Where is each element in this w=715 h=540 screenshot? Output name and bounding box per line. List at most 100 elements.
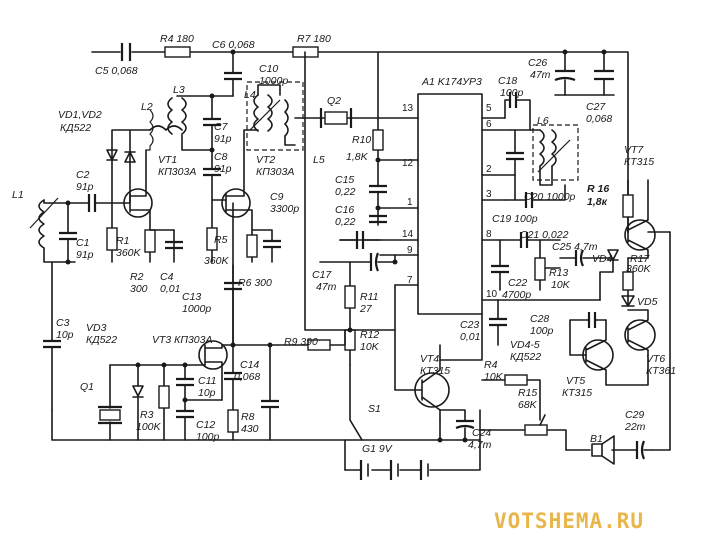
c15-label: C15 [335,174,354,186]
r9-resistor [307,339,331,351]
r17-label: R17 [630,253,650,265]
c6-label: C6 0,068 [212,39,255,51]
l2-label: L2 [141,101,153,113]
c1-value: 91p [76,249,94,261]
c4-label: C4 [160,271,174,283]
c27-value: 0,068 [586,113,612,125]
c18-label: C18 [498,75,517,87]
c7-value: 91p [214,133,232,145]
l3-label: L3 [173,84,185,96]
vt3-transistor [198,340,228,370]
c27-label: C27 [586,101,606,113]
vd3-type: КД522 [86,334,117,346]
ic-body [417,93,483,315]
c22-label: C22 [508,277,527,289]
r5-value: 360K [204,255,230,267]
r7-label: R7 180 [297,33,331,45]
watermark: VOTSHEMA.RU [494,509,644,533]
vd12-type: КД522 [60,122,91,134]
r12-label: R12 [360,329,379,341]
q2-label: Q2 [327,95,341,107]
pin-3: 3 [486,189,492,200]
c2-label: C2 [76,169,90,181]
c4-value: 0,01 [160,283,180,295]
c19-label: C19 100p [492,213,538,225]
c3-label: C3 [56,317,70,329]
pin-2: 2 [486,164,492,175]
c23-label: C23 [460,319,479,331]
vd5-label: VD5 [637,296,658,308]
r10-value: 1,8K [346,151,369,163]
vt2-stage [203,81,304,346]
c16-label: C16 [335,204,354,216]
c1-label: C1 [76,237,89,249]
c2-value: 91p [76,181,94,193]
vt4-type: КТ315 [420,365,450,377]
c8-value: 91p [214,163,232,175]
ic-right-network [489,92,601,346]
vt7-type: КТ315 [624,156,654,168]
s1-label: S1 [368,403,381,415]
r17-resistor [622,271,634,291]
c10-label: C10 [259,63,278,75]
c13-label: C13 [182,291,201,303]
r13-value: 10K [551,279,571,291]
r1-value: 360K [116,247,142,259]
vd4-label: VD4 [592,253,613,265]
vt6-type: КТ361 [646,365,676,377]
c26-value: 47m [530,69,551,81]
r9-label: R9 390 [284,336,318,348]
vt4-stage [344,284,567,480]
r2-label: R2 [130,271,144,283]
c25-label: C25 4,7m [552,241,598,253]
pin-7: 7 [407,275,413,286]
r6-label: R6 300 [238,277,272,289]
r4b-value: 10K [484,371,504,383]
c5-label: C5 0,068 [95,65,138,77]
c10-value: 1000p [259,75,288,87]
c17-value: 47m [316,281,337,293]
r4-label: R4 180 [160,33,194,45]
r8-resistor [227,409,239,433]
vt3-label: VT3 КП303А [152,334,213,346]
ic-title: A1 K174УР3 [421,76,482,88]
vd45-type: КД522 [510,351,541,363]
r3-label: R3 [140,409,154,421]
r5-label: R5 [214,234,228,246]
vt6-transistor [624,319,656,351]
c17-label: C17 [312,269,332,281]
pin-8: 8 [486,229,492,240]
r17-value: 360K [626,263,652,275]
r2-resistor [144,229,156,253]
vt5-label: VT5 [566,375,585,387]
c15-value: 0,22 [335,186,356,198]
c14-label: C14 [240,359,259,371]
r16-value: 1,8к [587,196,608,208]
r16-label: R 16 [587,183,609,195]
c23-value: 0,01 [460,331,480,343]
r2-value: 300 [130,283,148,295]
c20-label: C20 1000p [524,191,576,203]
l6-label: L6 [537,115,549,127]
l5-label: L5 [313,154,325,166]
vt4-label: VT4 [420,353,439,365]
c11-value: 10p [198,387,216,399]
ic-a1 [294,93,516,315]
r4b-resistor [504,374,528,386]
pin-14: 14 [402,229,414,240]
vt7-transistor [624,219,656,251]
r11-value: 27 [359,303,373,315]
pin-5: 5 [486,103,492,114]
c7-label: C7 [214,121,229,133]
q1-crystal [99,409,121,421]
c12-value: 100p [196,431,220,443]
r8-value: 430 [241,423,259,435]
vd45-label: VD4-5 [510,339,540,351]
vt3-stage [51,329,481,441]
ic-left-network [304,51,398,366]
c24-label: C24 [472,427,491,439]
r4-resistor [164,46,191,58]
b1-label: B1 [590,433,603,445]
vt7-label: VT7 [624,144,644,156]
input-stage [29,129,151,411]
